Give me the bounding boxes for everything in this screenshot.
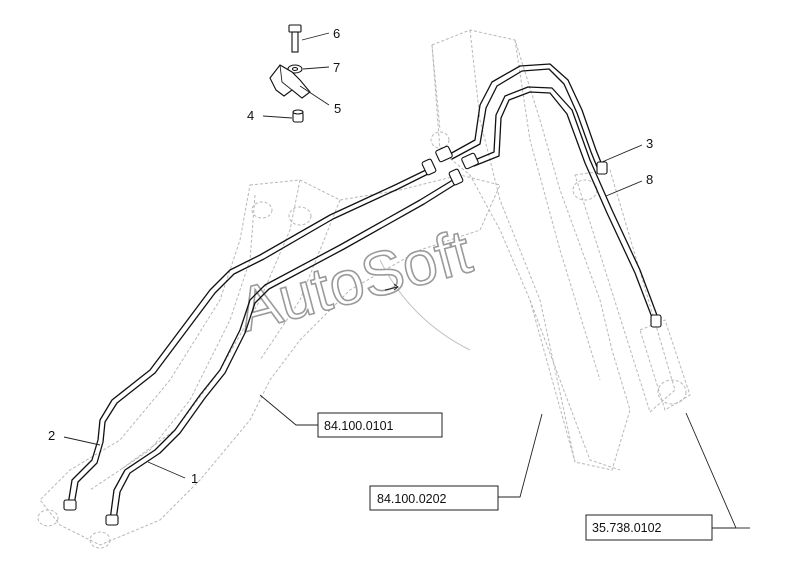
callout-6: 6 [333, 26, 340, 41]
bracket-assembly [269, 24, 311, 123]
ref-label-boom: 84.100.0202 [377, 492, 447, 506]
fitting-pipe-1-top [448, 168, 464, 186]
pipe-2-inner [73, 171, 433, 506]
callout-2: 2 [48, 428, 55, 443]
ref-box-cylinder [585, 514, 713, 541]
leader-lines [63, 32, 750, 529]
callout-1: 1 [191, 471, 198, 486]
pipe-8-outer [469, 86, 659, 319]
pipe-1-inner [115, 181, 460, 521]
fitting-pipe-8-end [650, 314, 662, 328]
ref-box-boom [369, 485, 499, 511]
pipe-3-outer [447, 63, 605, 171]
reference-boxes: 84.100.0101 84.100.0202 35.738.0102 [317, 412, 713, 541]
bracket-part-5 [269, 64, 311, 99]
callouts: 1 2 3 4 5 6 7 8 [48, 26, 653, 486]
callout-7: 7 [333, 60, 340, 75]
pipe-8-inner [473, 91, 654, 321]
ghost-machinery [37, 29, 691, 549]
fitting-pipe-2-top [421, 158, 437, 176]
callout-3: 3 [646, 136, 653, 151]
ref-label-arm: 84.100.0101 [324, 419, 394, 433]
fitting-pipe-3-joint [435, 145, 453, 163]
callout-4: 4 [247, 108, 254, 123]
ref-box-arm [317, 412, 443, 438]
callout-5: 5 [334, 101, 341, 116]
fitting-pipe-8-joint [461, 152, 479, 170]
pipe-3-inner [451, 68, 600, 173]
bolt-part-6-head [288, 24, 302, 33]
fitting-pipe-1-bottom [105, 514, 119, 526]
ref-label-cylinder: 35.738.0102 [592, 521, 662, 535]
callout-8: 8 [646, 172, 653, 187]
pipe-2-outer [67, 167, 431, 506]
fitting-pipe-3-end [596, 161, 608, 175]
pipe-1-outer [109, 177, 457, 521]
bolt-part-6-shank [291, 31, 299, 53]
fitting-pipe-2-bottom [63, 499, 77, 511]
pipes [63, 63, 662, 526]
